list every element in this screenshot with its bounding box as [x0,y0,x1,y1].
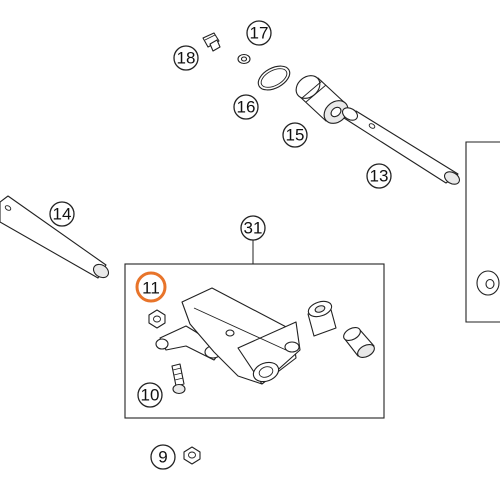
nut-part-small [148,309,166,329]
svg-text:18: 18 [177,49,196,68]
rocker-arm-assembly [155,287,301,385]
callout-18[interactable]: 18 [173,45,199,71]
adjacent-group-box [465,141,500,323]
callout-13[interactable]: 13 [366,163,392,189]
pin-part-14 [0,195,110,279]
callout-16[interactable]: 16 [233,94,259,120]
assembly-group-box-31 [124,263,385,419]
highlight-ring [135,271,167,303]
svg-text:11: 11 [142,279,160,298]
svg-text:16: 16 [237,98,256,117]
svg-text:10: 10 [141,386,160,405]
roller-part [307,300,337,337]
callout-11-highlighted[interactable]: 11 [135,271,167,303]
screw-part-10 [171,363,186,395]
callout-10[interactable]: 10 [137,382,163,408]
callout-9[interactable]: 9 [150,444,176,470]
piston-part-15 [295,75,349,124]
svg-text:31: 31 [244,219,263,238]
callout-17[interactable]: 17 [246,20,272,46]
callout-31[interactable]: 31 [240,215,266,241]
svg-text:14: 14 [53,205,72,224]
pin-part-13 [341,107,461,185]
nut-part-9 [183,446,201,465]
svg-text:17: 17 [250,24,269,43]
callout-14[interactable]: 14 [49,201,75,227]
bolt-part-18 [202,32,221,52]
svg-text:15: 15 [286,126,305,145]
callout-15[interactable]: 15 [282,122,308,148]
washer-part-17 [237,53,251,65]
svg-text:13: 13 [370,167,389,186]
o-ring-part-16 [257,65,291,91]
svg-text:9: 9 [158,448,167,467]
bushing-part [343,327,375,358]
